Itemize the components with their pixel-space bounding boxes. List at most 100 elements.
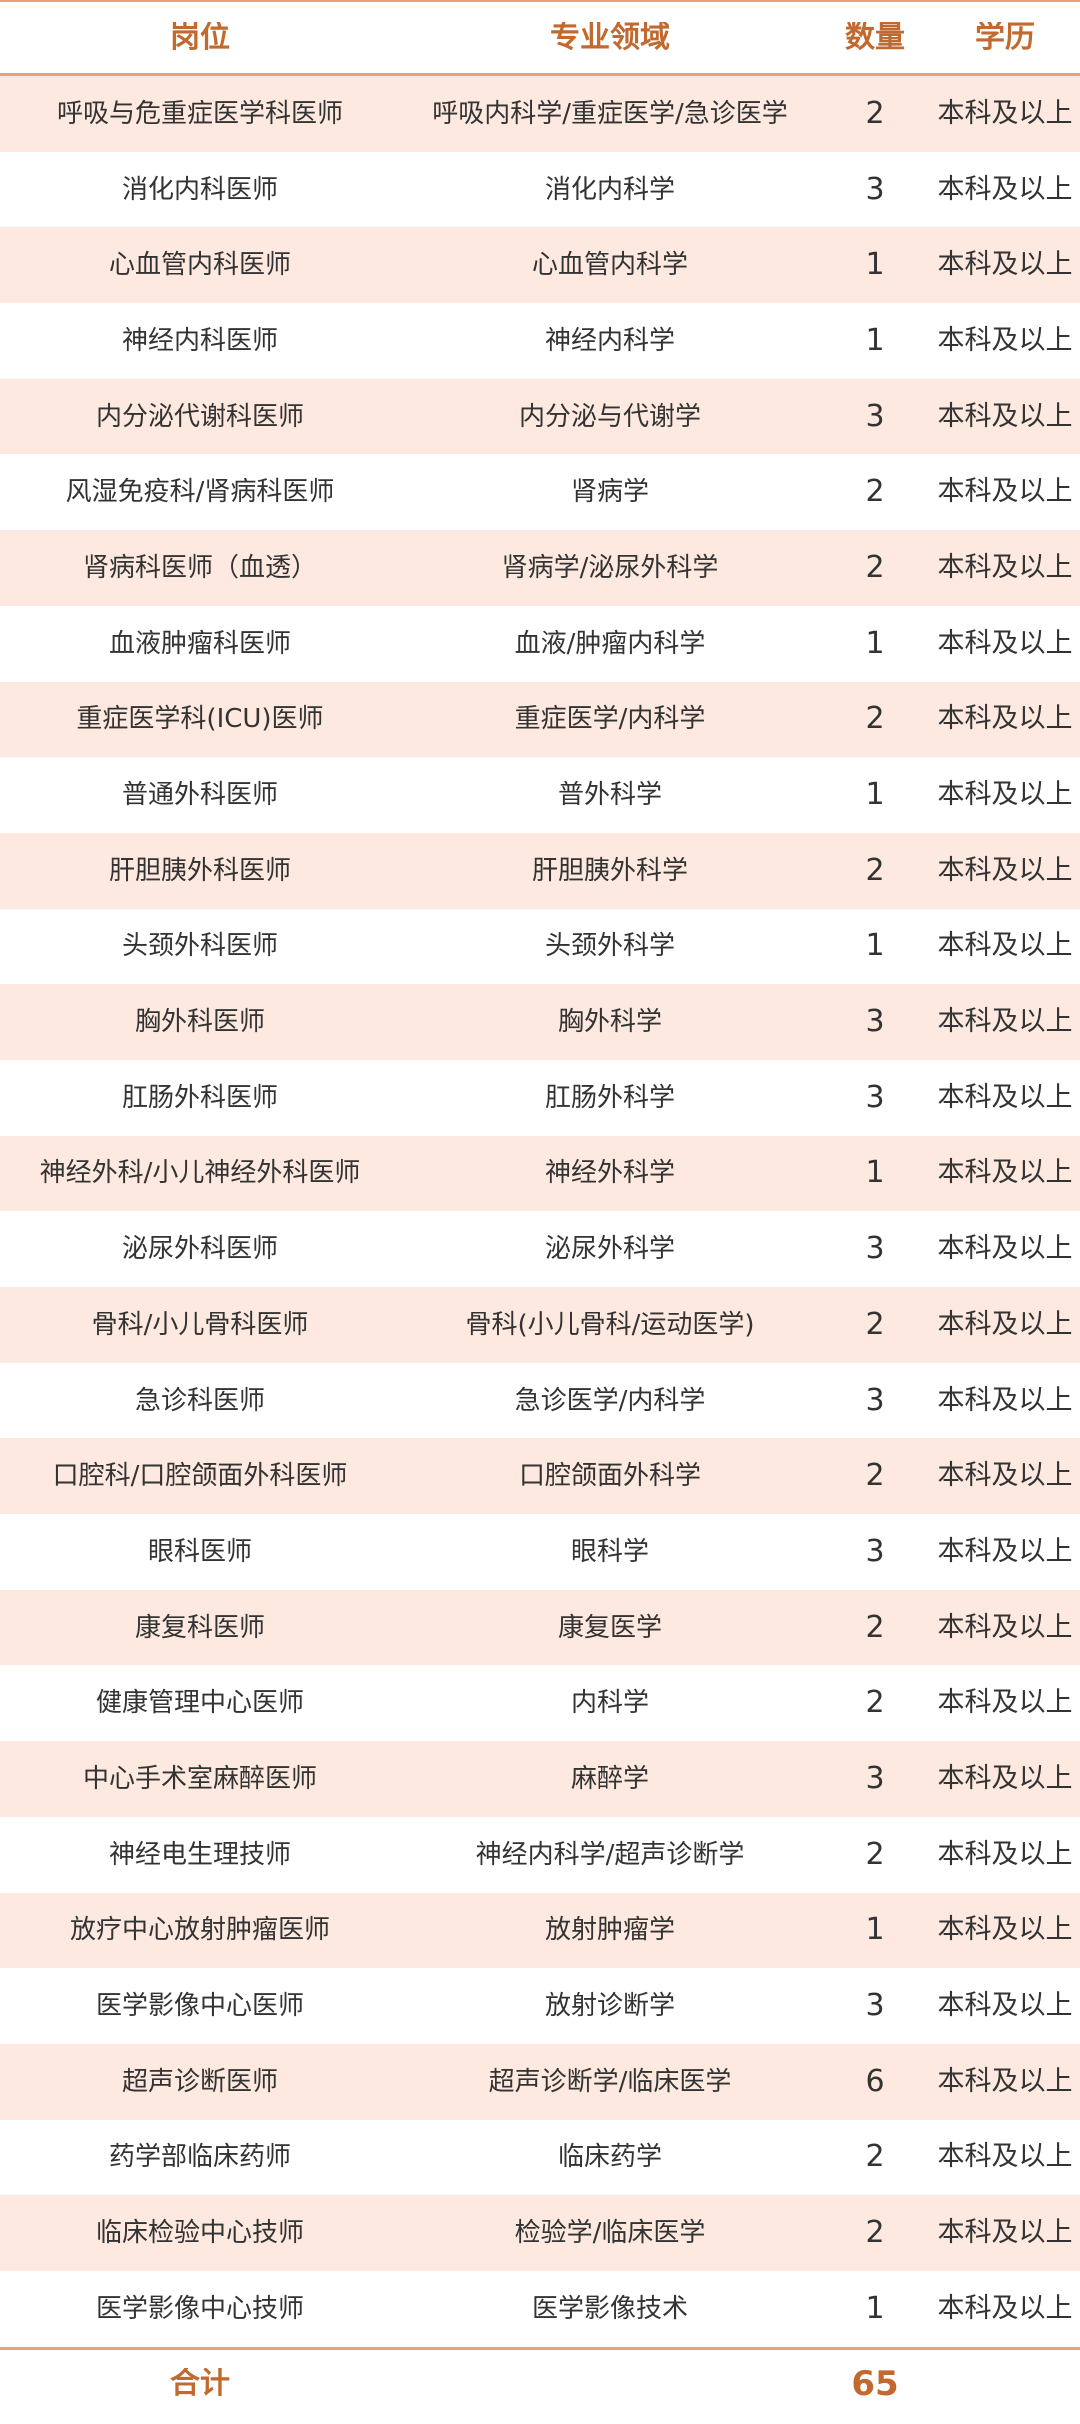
cell-position: 风湿免疫科/肾病科医师 [65,477,335,508]
cell-position: 血液肿瘤科医师 [108,628,291,659]
cell-education: 本科及以上 [937,703,1073,735]
cell-position: 消化内科医师 [121,174,278,205]
cell-field: 康复医学 [557,1612,662,1643]
cell-education: 本科及以上 [937,2141,1073,2173]
cell-field: 重症医学/内科学 [514,704,706,735]
total-count: 65 [851,2368,899,2401]
cell-position: 心血管内科医师 [108,250,291,281]
cell-education: 本科及以上 [937,1535,1073,1567]
cell-education: 本科及以上 [937,400,1073,432]
cell-field: 放射诊断学 [544,1991,675,2022]
cell-position: 骨科/小儿骨科医师 [91,1309,309,1340]
cell-field: 骨科(小儿骨科/运动医学) [465,1309,755,1340]
table-row: 心血管内科医师 心血管内科学 1 本科及以上 [0,227,1080,304]
cell-education: 本科及以上 [937,1611,1073,1643]
cell-position: 肝胆胰外科医师 [108,855,291,886]
cell-field: 急诊医学/内科学 [514,1385,706,1416]
cell-count: 2 [865,551,885,584]
cell-count: 2 [865,97,885,130]
cell-education: 本科及以上 [937,173,1073,205]
cell-education: 本科及以上 [937,2217,1073,2249]
cell-education: 本科及以上 [937,1081,1073,1113]
cell-field: 检验学/临床医学 [514,2218,706,2249]
total-row: 合计 65 [0,2346,1080,2419]
cell-count: 2 [865,476,885,509]
cell-education: 本科及以上 [937,1233,1073,1265]
cell-count: 1 [865,930,885,963]
cell-count: 1 [865,2292,885,2325]
cell-field: 临床药学 [557,2142,662,2173]
total-label: 合计 [170,2368,230,2401]
cell-count: 3 [865,1384,885,1417]
cell-position: 眼科医师 [147,1536,252,1567]
cell-field: 神经内科学 [544,325,675,356]
header-education: 学历 [975,21,1035,54]
cell-count: 3 [865,1006,885,1039]
cell-field: 口腔颌面外科学 [518,1461,701,1492]
cell-education: 本科及以上 [937,551,1073,583]
cell-field: 胸外科学 [557,1007,662,1038]
cell-education: 本科及以上 [937,2065,1073,2097]
cell-field: 呼吸内科学/重症医学/急诊医学 [432,98,788,129]
cell-position: 重症医学科(ICU)医师 [76,704,324,735]
cell-count: 2 [865,1838,885,1871]
cell-count: 1 [865,324,885,357]
table-row: 内分泌代谢科医师 内分泌与代谢学 3 本科及以上 [0,378,1080,455]
cell-education: 本科及以上 [937,249,1073,281]
cell-count: 2 [865,2141,885,2174]
cell-field: 消化内科学 [544,174,675,205]
table-row: 药学部临床药师 临床药学 2 本科及以上 [0,2119,1080,2196]
cell-position: 头颈外科医师 [121,931,278,962]
cell-count: 3 [865,1233,885,1266]
cell-education: 本科及以上 [937,1990,1073,2022]
cell-education: 本科及以上 [937,1914,1073,1946]
cell-position: 内分泌代谢科医师 [95,401,304,432]
table-row: 消化内科医师 消化内科学 3 本科及以上 [0,151,1080,228]
cell-position: 健康管理中心医师 [95,1688,304,1719]
cell-count: 2 [865,1687,885,1720]
cell-count: 3 [865,1535,885,1568]
cell-count: 3 [865,173,885,206]
cell-field: 普外科学 [557,780,662,811]
cell-field: 眼科学 [570,1536,649,1567]
cell-count: 6 [865,2065,885,2098]
cell-position: 泌尿外科医师 [121,1234,278,1265]
cell-count: 2 [865,1308,885,1341]
cell-position: 神经内科医师 [121,325,278,356]
cell-count: 3 [865,400,885,433]
cell-position: 神经外科/小儿神经外科医师 [39,1158,361,1189]
cell-position: 药学部临床药师 [108,2142,291,2173]
cell-education: 本科及以上 [937,1384,1073,1416]
cell-field: 心血管内科学 [531,250,688,281]
cell-position: 呼吸与危重症医学科医师 [56,98,343,129]
cell-education: 本科及以上 [937,930,1073,962]
top-rule [0,0,1080,2]
cell-position: 肾病科医师（血透） [82,552,317,583]
cell-count: 1 [865,1914,885,1947]
cell-field: 内分泌与代谢学 [518,401,701,432]
cell-position: 肛肠外科医师 [121,1082,278,1113]
cell-count: 1 [865,249,885,282]
header-field: 专业领域 [550,21,670,54]
cell-position: 口腔科/口腔颌面外科医师 [52,1461,348,1492]
cell-field: 内科学 [570,1688,649,1719]
cell-education: 本科及以上 [937,97,1073,129]
cell-education: 本科及以上 [937,627,1073,659]
cell-field: 超声诊断学/临床医学 [488,2066,732,2097]
